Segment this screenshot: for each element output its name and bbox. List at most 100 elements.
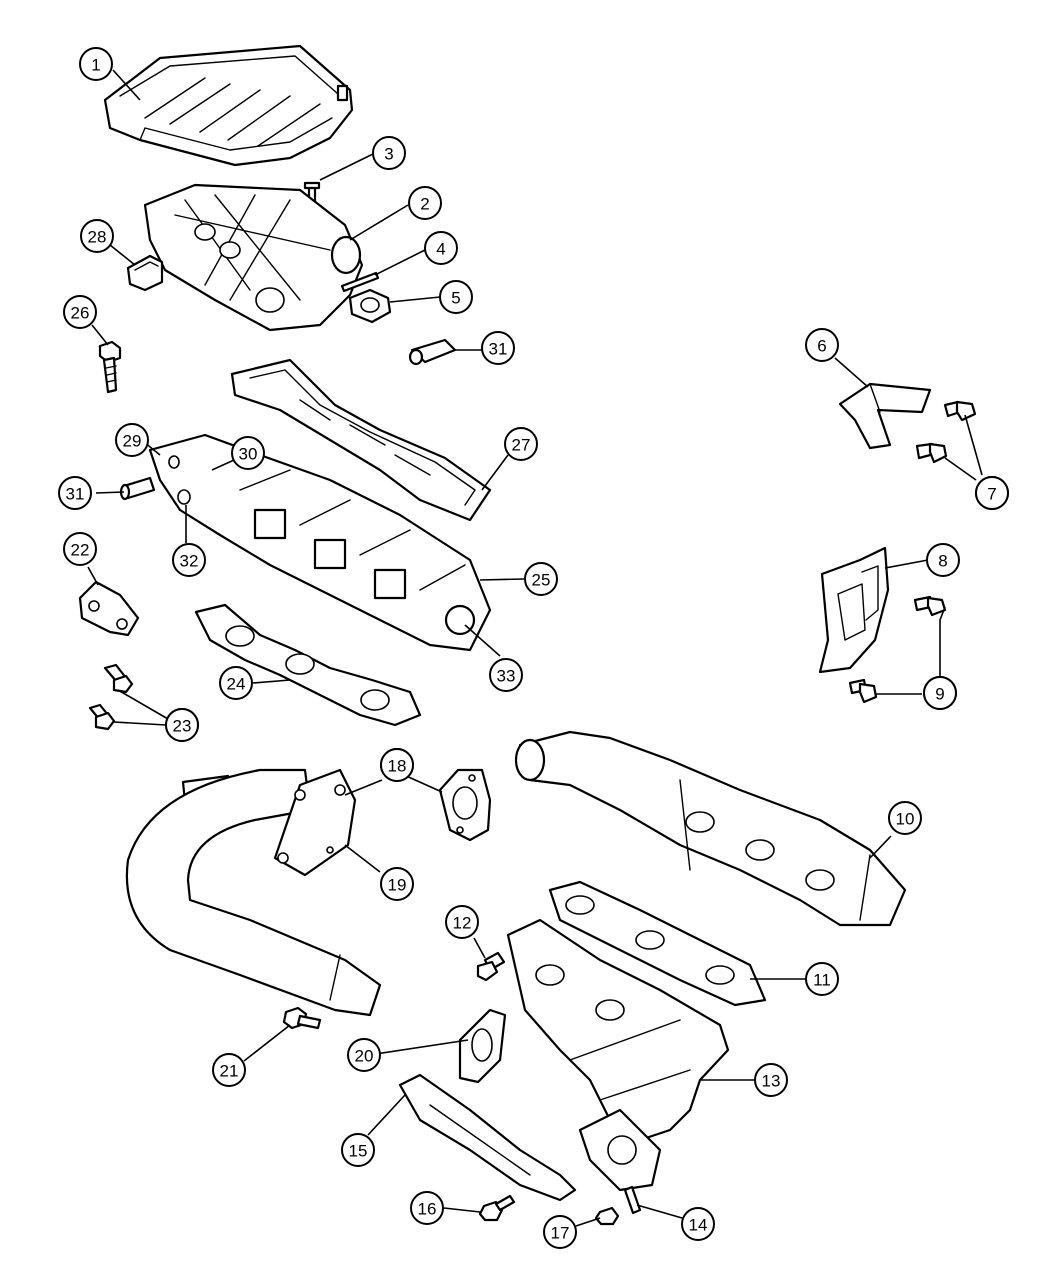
callout-29: 29	[115, 423, 149, 457]
callout-number: 20	[355, 1047, 374, 1066]
callout-circle	[410, 1191, 444, 1225]
bolt-part-7-lower	[915, 442, 948, 464]
callout-circle	[165, 708, 199, 742]
callout-circle	[439, 280, 473, 314]
callout-circle	[347, 1038, 381, 1072]
heat-shield-part	[818, 546, 890, 674]
callout-26: 26	[63, 295, 97, 329]
callout-12: 12	[445, 905, 479, 939]
callout-number: 25	[532, 571, 551, 590]
callout-18: 18	[380, 748, 414, 782]
callout-number: 26	[71, 304, 90, 323]
bracket-part	[838, 382, 932, 450]
callout-number: 24	[227, 675, 246, 694]
callout-number: 4	[436, 240, 445, 259]
callout-number: 9	[935, 685, 944, 704]
callout-labels: 1234531282667729302731322225899332423231…	[58, 47, 1009, 1249]
callout-number: 30	[239, 445, 258, 464]
callout-28: 28	[80, 219, 114, 253]
callout-circle	[888, 801, 922, 835]
callout-number: 28	[88, 228, 107, 247]
callout-circle	[445, 905, 479, 939]
callout-circle	[58, 476, 92, 510]
upper-intake-manifold-part	[143, 183, 364, 332]
callout-number: 31	[66, 485, 85, 504]
sensor-part	[126, 254, 164, 292]
callout-circle	[805, 962, 839, 996]
callout-circle	[231, 436, 265, 470]
callout-number: 32	[180, 552, 199, 571]
callout-circle	[975, 476, 1009, 510]
callout-circle	[805, 328, 839, 362]
bolt-part-9-upper	[913, 595, 947, 617]
callout-number: 23	[173, 717, 192, 736]
bolt-part-4	[340, 271, 380, 293]
intake-gasket-part	[230, 358, 492, 522]
callout-number: 18	[388, 757, 407, 776]
callout-number: 19	[388, 876, 407, 895]
callout-circle	[681, 1207, 715, 1241]
callout-16: 16	[410, 1191, 444, 1225]
callout-circle	[926, 543, 960, 577]
callout-circle	[424, 231, 458, 265]
manifold-gasket-part	[194, 603, 422, 727]
callout-14: 14	[681, 1207, 715, 1241]
callout-circle	[754, 1063, 788, 1097]
exhaust-gasket-part	[548, 880, 767, 1007]
callout-2: 2	[408, 186, 442, 220]
callout-number: 22	[71, 541, 90, 560]
callout-circle	[115, 423, 149, 457]
callout-13: 13	[754, 1063, 788, 1097]
bolt-part-9-lower	[848, 678, 878, 704]
fitting-part-31-lower	[119, 476, 156, 501]
nut-part	[594, 1206, 620, 1226]
callout-number: 14	[689, 1216, 708, 1235]
callout-6: 6	[805, 328, 839, 362]
callout-number: 31	[489, 340, 508, 359]
callout-31: 31	[58, 476, 92, 510]
callout-circle	[219, 666, 253, 700]
callout-number: 27	[512, 436, 531, 455]
callout-23: 23	[165, 708, 199, 742]
callout-32: 32	[172, 543, 206, 577]
bolt-part-19	[326, 846, 334, 854]
callout-circle	[63, 295, 97, 329]
callout-circle	[80, 219, 114, 253]
callout-circle	[923, 676, 957, 710]
callout-circle	[408, 186, 442, 220]
callout-number: 29	[123, 432, 142, 451]
exhaust-manifold-part-10	[514, 730, 907, 927]
bolt-part-7-upper	[943, 400, 977, 422]
callout-number: 2	[420, 195, 429, 214]
callout-17: 17	[543, 1215, 577, 1249]
callout-circle	[372, 136, 406, 170]
callout-circle	[341, 1133, 375, 1167]
callout-number: 6	[817, 337, 826, 356]
callout-25: 25	[524, 562, 558, 596]
callout-3: 3	[372, 136, 406, 170]
callout-number: 11	[813, 971, 831, 990]
callout-circle	[380, 867, 414, 901]
callout-number: 15	[349, 1142, 368, 1161]
lower-heat-shield-part	[398, 1073, 577, 1202]
bolt-part-12	[476, 951, 506, 982]
callout-22: 22	[63, 532, 97, 566]
pipe-gasket-part	[458, 1008, 507, 1084]
callout-9: 9	[923, 676, 957, 710]
callout-circle	[212, 1053, 246, 1087]
callout-24: 24	[219, 666, 253, 700]
stud-part	[623, 1185, 642, 1215]
part-illustrations	[78, 44, 977, 1226]
callout-number: 1	[91, 56, 100, 75]
callout-number: 5	[451, 289, 460, 308]
leader-lines	[87, 69, 983, 1227]
fitting-part	[348, 288, 392, 324]
callout-33: 33	[489, 658, 523, 692]
bolt-part-21	[282, 1006, 322, 1030]
callout-number: 16	[418, 1200, 437, 1219]
bolt-part-23-lower	[88, 703, 116, 731]
callout-circle	[79, 47, 113, 81]
callout-1: 1	[79, 47, 113, 81]
callout-number: 7	[987, 485, 996, 504]
